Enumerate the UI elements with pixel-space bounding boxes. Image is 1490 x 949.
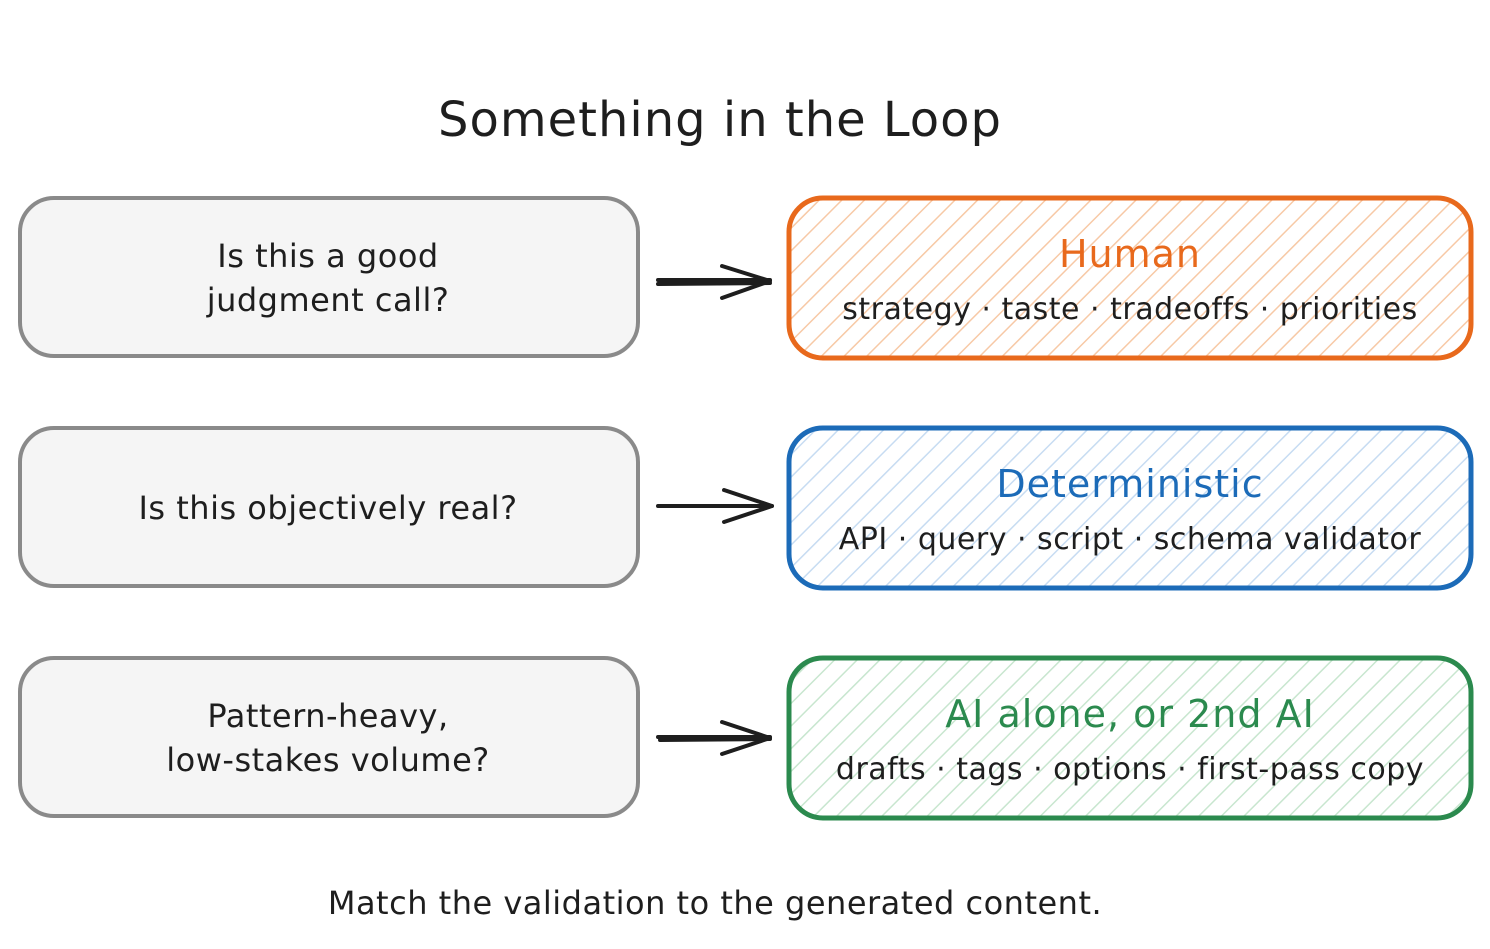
- answer-card-human: Human strategy · taste · tradeoffs · pri…: [788, 198, 1472, 360]
- footer-caption: Match the validation to the generated co…: [327, 884, 1103, 922]
- question-text-1: Is this a good judgment call?: [206, 237, 450, 319]
- diagram-title: Something in the Loop: [438, 92, 1002, 148]
- answer-items-deterministic: API · query · script · schema validator: [838, 522, 1422, 557]
- question-card-3: Pattern-heavy, low-stakes volume?: [18, 658, 638, 818]
- arrow-2: [656, 488, 774, 524]
- answer-title-human: Human: [1058, 232, 1202, 276]
- answer-items-ai: drafts · tags · options · first-pass cop…: [835, 752, 1425, 787]
- question-text-3: Pattern-heavy, low-stakes volume?: [166, 697, 490, 779]
- arrow-3: [656, 720, 772, 756]
- answer-card-deterministic: Deterministic API · query · script · sch…: [788, 428, 1472, 590]
- answer-title-ai: AI alone, or 2nd AI: [945, 692, 1315, 736]
- answer-box-human: [786, 195, 1474, 361]
- answer-items-human: strategy · taste · tradeoffs · prioritie…: [842, 292, 1418, 327]
- answer-card-ai: AI alone, or 2nd AI drafts · tags · opti…: [788, 658, 1472, 820]
- question-card-1: Is this a good judgment call?: [18, 198, 638, 358]
- question-card-2: Is this objectively real?: [18, 428, 638, 588]
- answer-title-deterministic: Deterministic: [996, 462, 1264, 506]
- question-box-1: [18, 196, 640, 358]
- answer-box-ai: [786, 655, 1474, 821]
- question-text-2: Is this objectively real?: [138, 489, 518, 527]
- question-box-2: [18, 426, 640, 588]
- question-box-3: [18, 656, 640, 818]
- answer-box-deterministic: [786, 425, 1474, 591]
- arrow-1: [656, 264, 772, 300]
